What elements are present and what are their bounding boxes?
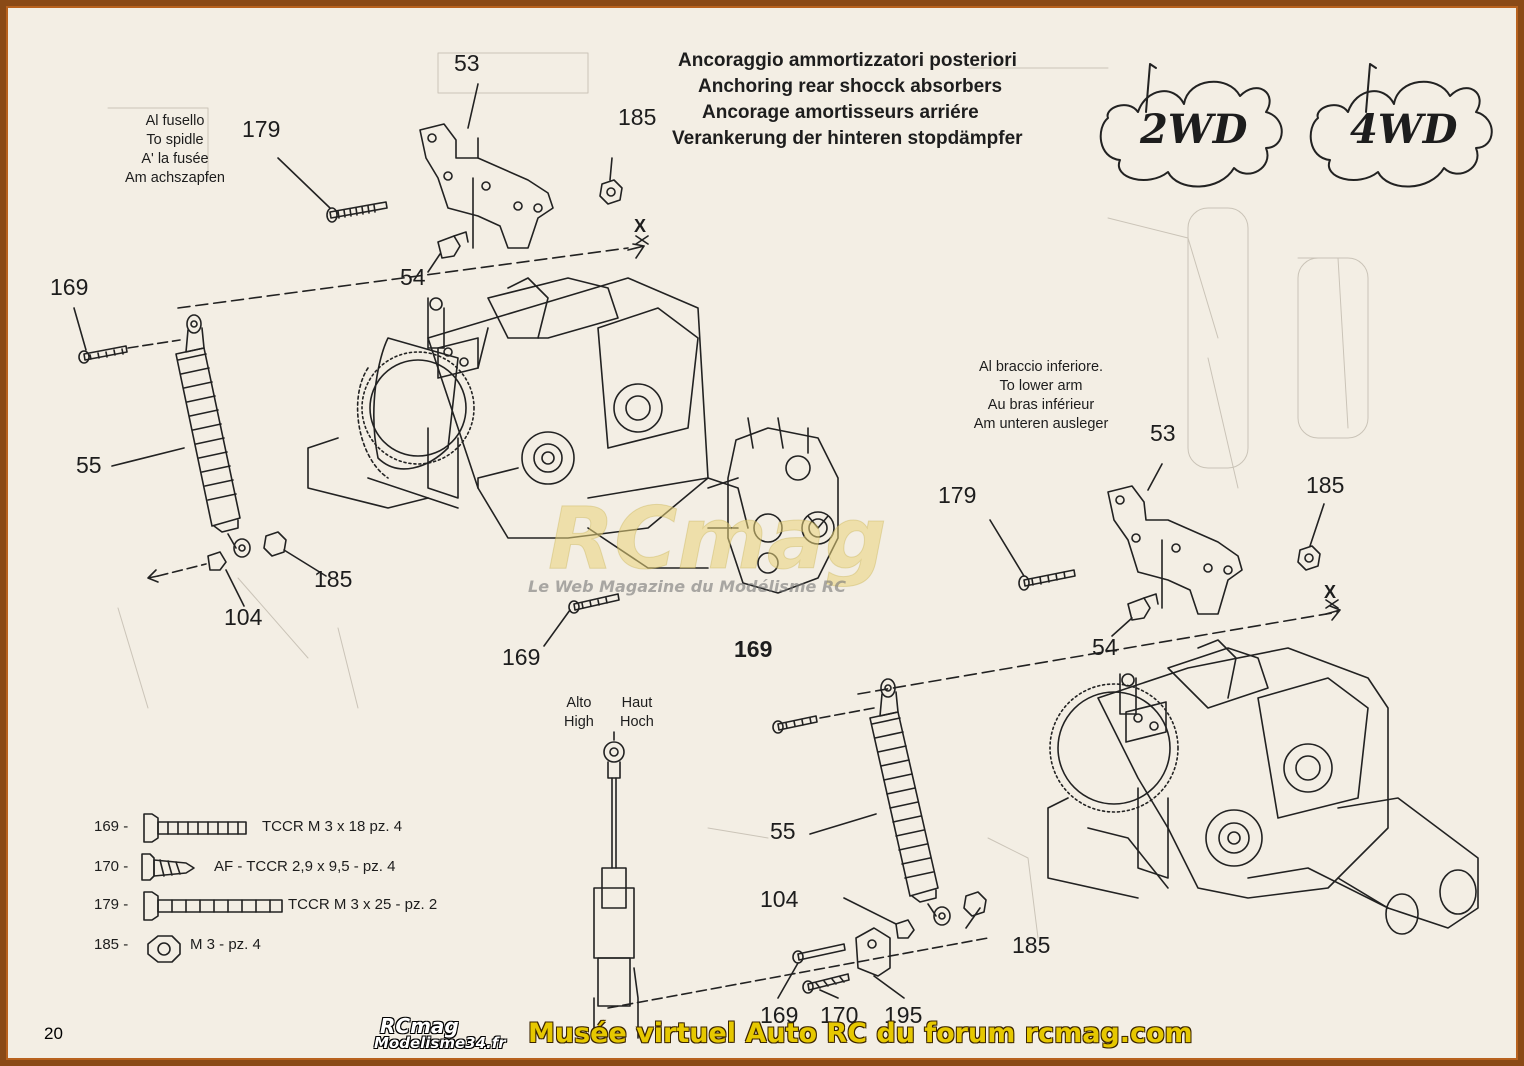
- legend-179-code: 179 -: [94, 896, 129, 913]
- plate-195: [855, 927, 891, 977]
- part-169-right: 169: [734, 636, 773, 662]
- screw-179-left: [329, 201, 388, 219]
- part-169-mid: 169: [502, 644, 541, 670]
- rcmag-logo[interactable]: RCmag Modelisme34.fr: [374, 1014, 524, 1058]
- shock-high-mount: [593, 731, 639, 1039]
- part-54-right: 54: [1092, 634, 1118, 660]
- nut-185-left: [599, 179, 623, 205]
- spacer-104-left: [207, 551, 227, 571]
- part-170-bottom: 170: [820, 1002, 859, 1028]
- shock-55-left: [175, 314, 251, 558]
- screw-169-left: [83, 345, 128, 361]
- note-haut: Haut Hoch: [620, 695, 654, 730]
- watermark-brand: RCmag: [548, 489, 887, 589]
- differential-left: [707, 417, 839, 594]
- note-spindle: Al fusello To spidle A' la fusée Am achs…: [125, 113, 225, 186]
- nut-185-left-lower: [263, 531, 287, 557]
- screw-169-mid: [573, 593, 620, 611]
- screw-169-bottom: [797, 943, 846, 961]
- part-104-right: 104: [760, 886, 799, 912]
- legend-drawings: [141, 813, 283, 963]
- badge-outlines: [1099, 63, 1493, 188]
- exploded-assembly-drawing: [73, 52, 1493, 1039]
- part-169-bottom: 169: [760, 1002, 799, 1028]
- note-lower-arm: Al braccio inferiore. To lower arm Au br…: [973, 359, 1109, 432]
- gearbox-right: [1047, 639, 1479, 935]
- legend-169-desc: TCCR M 3 x 18 pz. 4: [262, 818, 403, 835]
- legend-169-code: 169 -: [94, 818, 129, 835]
- legend-179-desc: TCCR M 3 x 25 - pz. 2: [288, 896, 438, 913]
- bracket-53-top: [419, 123, 554, 249]
- part-185-top: 185: [618, 104, 657, 130]
- part-179-top: 179: [242, 116, 281, 142]
- logo-line-2: Modelisme34.fr: [374, 1034, 506, 1052]
- nut-185-right: [1297, 545, 1321, 571]
- gearbox-left: [307, 277, 749, 569]
- marker-x-top: X: [634, 216, 647, 236]
- pivot-54-right: [1127, 597, 1151, 621]
- part-169-left: 169: [50, 274, 89, 300]
- part-55-left: 55: [76, 452, 102, 478]
- legend-185-desc: M 3 - pz. 4: [190, 936, 261, 953]
- legend-185-code: 185 -: [94, 936, 129, 953]
- badge-2wd: 2WD: [1140, 106, 1248, 153]
- pivot-54-left: [437, 235, 461, 259]
- screw-179-right: [1023, 569, 1076, 587]
- marker-x-right: X: [1324, 582, 1337, 602]
- part-179-right: 179: [938, 482, 977, 508]
- part-104-left: 104: [224, 604, 263, 630]
- shock-55-right: [869, 678, 951, 926]
- title-french: Ancorage amortisseurs arriére: [702, 102, 979, 123]
- part-195-bottom: 195: [884, 1002, 923, 1028]
- part-55-right: 55: [770, 818, 796, 844]
- title-italian: Ancoraggio ammortizzatori posteriori: [678, 50, 1017, 71]
- logo-line-1: RCmag: [380, 1014, 459, 1038]
- title-english: Anchoring rear shocck absorbers: [698, 76, 1003, 97]
- screw-170-bottom: [807, 973, 850, 991]
- rcmag-watermark: RCmag Le Web Magazine du Modélisme RC: [528, 489, 887, 597]
- screw-169-right: [777, 715, 818, 731]
- part-53-right: 53: [1150, 420, 1176, 446]
- footer-banner: Musée virtuel Auto RC du forum rcmag.com: [528, 1018, 1193, 1049]
- page-number: 20: [44, 1024, 63, 1043]
- title-german: Verankerung der hinteren stopdämpfer: [672, 128, 1023, 149]
- part-54-top: 54: [400, 264, 426, 290]
- part-185-right: 185: [1306, 472, 1345, 498]
- bracket-53-right: [1107, 485, 1243, 615]
- part-185-left: 185: [314, 566, 353, 592]
- legend-170-code: 170 -: [94, 858, 129, 875]
- watermark-tagline: Le Web Magazine du Modélisme RC: [528, 577, 846, 596]
- manual-page: RCmag Le Web Magazine du Modélisme RC An…: [6, 6, 1518, 1060]
- legend-170-desc: AF - TCCR 2,9 x 9,5 - pz. 4: [214, 858, 396, 875]
- spacer-104-right: [895, 919, 915, 939]
- part-53-top: 53: [454, 50, 480, 76]
- badge-4wd: 4WD: [1350, 106, 1458, 153]
- nut-185-right-lower: [963, 891, 987, 917]
- note-alto: Alto High: [564, 695, 594, 730]
- part-185-right-lower: 185: [1012, 932, 1051, 958]
